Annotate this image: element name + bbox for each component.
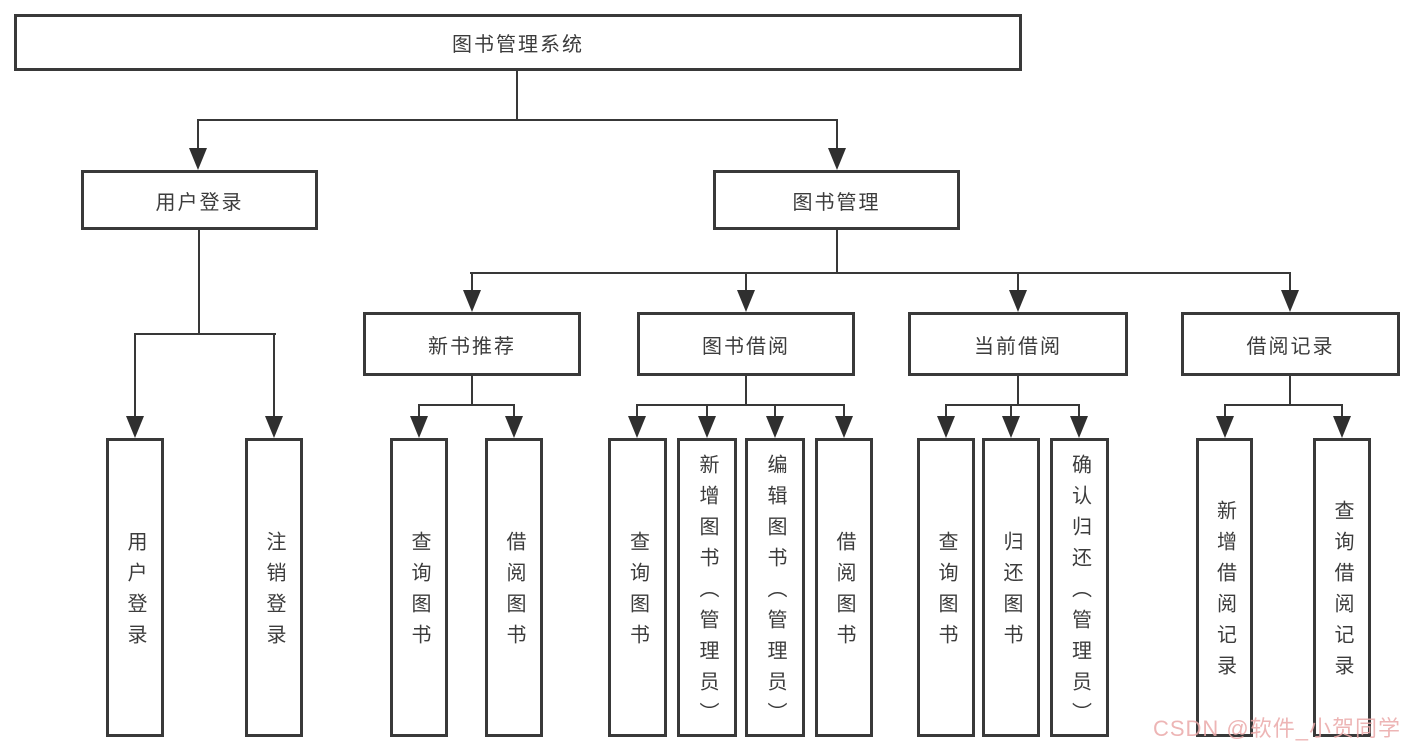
leaf-query-books-current: 查询图书 [917,438,975,737]
connector-line [1289,272,1291,292]
arrow-down-icon [410,416,428,438]
node-label: 新增借阅记录 [1213,500,1236,686]
node-label: 查询图书 [408,531,430,655]
arrow-down-icon [1009,290,1027,312]
connector-line [945,404,947,418]
connector-line [745,376,747,405]
connector-line [418,404,515,406]
node-label: 确认归还（管理员） [1068,453,1091,733]
node-label: 借阅图书 [833,531,855,655]
connector-line [836,119,838,150]
connector-line [513,404,515,418]
node-label: 用户登录 [124,531,146,655]
arrow-down-icon [189,148,207,170]
node-label: 用户登录 [155,191,244,214]
connector-line [706,404,708,418]
leaf-query-books-borrowing: 查询图书 [608,438,667,737]
node-label: 新书推荐 [428,335,516,358]
node-label: 查询图书 [935,531,957,655]
connector-line [945,404,1080,406]
node-label: 归还图书 [1000,531,1022,655]
connector-line [471,272,473,292]
node-label: 借阅图书 [503,531,525,655]
connector-line [471,376,473,405]
arrow-down-icon [937,416,955,438]
arrow-down-icon [628,416,646,438]
leaf-query-borrow-record: 查询借阅记录 [1313,438,1371,737]
arrow-down-icon [463,290,481,312]
connector-line [745,272,747,292]
connector-line [636,404,638,418]
node-label: 新增图书（管理员） [696,453,718,733]
leaf-edit-books-admin: 编辑图书（管理员） [745,438,805,737]
leaf-confirm-return-admin: 确认归还（管理员） [1050,438,1109,737]
arrow-down-icon [698,416,716,438]
arrow-down-icon [1070,416,1088,438]
node-label: 图书借阅 [702,335,790,358]
connector-line [1017,272,1019,292]
connector-line [843,404,845,418]
connector-line [273,333,275,420]
connector-line [774,404,776,418]
arrow-down-icon [835,416,853,438]
connector-line [418,404,420,418]
leaf-return-books: 归还图书 [982,438,1040,737]
arrow-down-icon [766,416,784,438]
leaf-user-login: 用户登录 [106,438,164,737]
connector-line [1224,404,1343,406]
connector-line [198,230,200,335]
arrow-down-icon [1333,416,1351,438]
connector-line [134,333,276,335]
node-label: 编辑图书（管理员） [764,453,786,733]
connector-line [134,333,136,420]
connector-line [1017,376,1019,405]
connector-line [836,230,838,274]
connector-line [470,272,1291,274]
node-label: 注销登录 [263,531,285,655]
node-label: 借阅记录 [1246,335,1335,358]
node-new-book-recommend: 新书推荐 [363,312,581,376]
node-user-login: 用户登录 [81,170,318,230]
arrow-down-icon [126,416,144,438]
node-library-management-system: 图书管理系统 [14,14,1022,71]
leaf-query-books-recommend: 查询图书 [390,438,448,737]
arrow-down-icon [1002,416,1020,438]
arrow-down-icon [1281,290,1299,312]
node-label: 图书管理系统 [452,34,584,56]
connector-line [197,119,838,121]
connector-line [1224,404,1226,418]
connector-line [636,404,845,406]
node-label: 当前借阅 [974,335,1062,358]
node-label: 图书管理 [792,191,881,214]
leaf-borrow-books-recommend: 借阅图书 [485,438,543,737]
node-label: 查询借阅记录 [1331,500,1353,686]
connector-line [1341,404,1343,418]
connector-line [1078,404,1080,418]
leaf-logout: 注销登录 [245,438,303,737]
node-current-borrowing: 当前借阅 [908,312,1128,376]
arrow-down-icon [265,416,283,438]
connector-line [197,119,199,150]
connector-line [516,71,518,119]
leaf-add-books-admin: 新增图书（管理员） [677,438,737,737]
arrow-down-icon [505,416,523,438]
arrow-down-icon [1216,416,1234,438]
connector-line [1289,376,1291,405]
node-label: 查询图书 [626,531,649,655]
arrow-down-icon [737,290,755,312]
leaf-add-borrow-record: 新增借阅记录 [1196,438,1253,737]
leaf-borrow-books-borrowing: 借阅图书 [815,438,873,737]
node-borrowing-records: 借阅记录 [1181,312,1400,376]
node-book-borrowing: 图书借阅 [637,312,855,376]
node-book-management: 图书管理 [713,170,960,230]
arrow-down-icon [828,148,846,170]
connector-line [1010,404,1012,418]
